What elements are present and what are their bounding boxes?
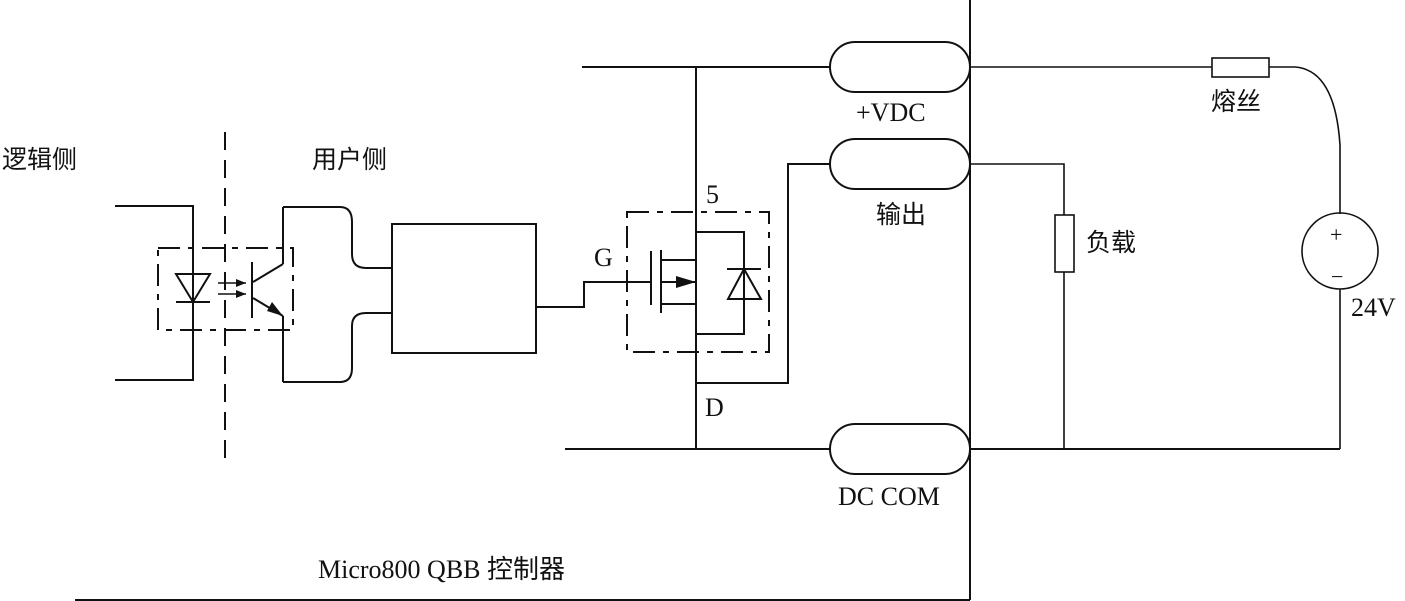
terminal-vdc — [829, 41, 971, 93]
led-diode-icon — [174, 273, 212, 304]
vdc-label: +VDC — [856, 98, 926, 127]
source-label: 5 — [706, 180, 719, 209]
user-side-wiring — [283, 206, 392, 383]
body-diode-icon — [726, 266, 763, 300]
user-side-label: 用户侧 — [312, 145, 387, 174]
mosfet-arrow-icon — [676, 276, 696, 288]
output-label: 输出 — [876, 200, 926, 229]
load-resistor-icon — [1054, 214, 1075, 273]
gate-label: G — [594, 243, 613, 272]
phototransistor-icon — [251, 207, 284, 382]
dc-com-label: DC COM — [838, 482, 940, 511]
fuse-icon — [1211, 57, 1270, 78]
controller-title: Micro800 QBB 控制器 — [318, 555, 565, 584]
terminal-output — [829, 138, 971, 190]
minus-sign-label: − — [1331, 264, 1343, 289]
light-arrows-icon — [218, 279, 246, 298]
driver-block — [391, 223, 537, 354]
logic-side-wiring — [115, 205, 194, 381]
output-wire — [696, 163, 830, 384]
gate-wire — [536, 281, 650, 308]
plus-sign-label: + — [1330, 222, 1342, 247]
external-circuit — [970, 57, 1379, 450]
terminal-dc-com — [829, 423, 971, 475]
optocoupler — [157, 207, 294, 382]
supply-voltage-label: 24V — [1351, 293, 1396, 322]
mosfet — [626, 211, 770, 353]
drain-label: D — [705, 393, 724, 422]
logic-side-label: 逻辑侧 — [2, 145, 77, 174]
load-label: 负载 — [1086, 228, 1136, 257]
fuse-label: 熔丝 — [1211, 87, 1261, 116]
